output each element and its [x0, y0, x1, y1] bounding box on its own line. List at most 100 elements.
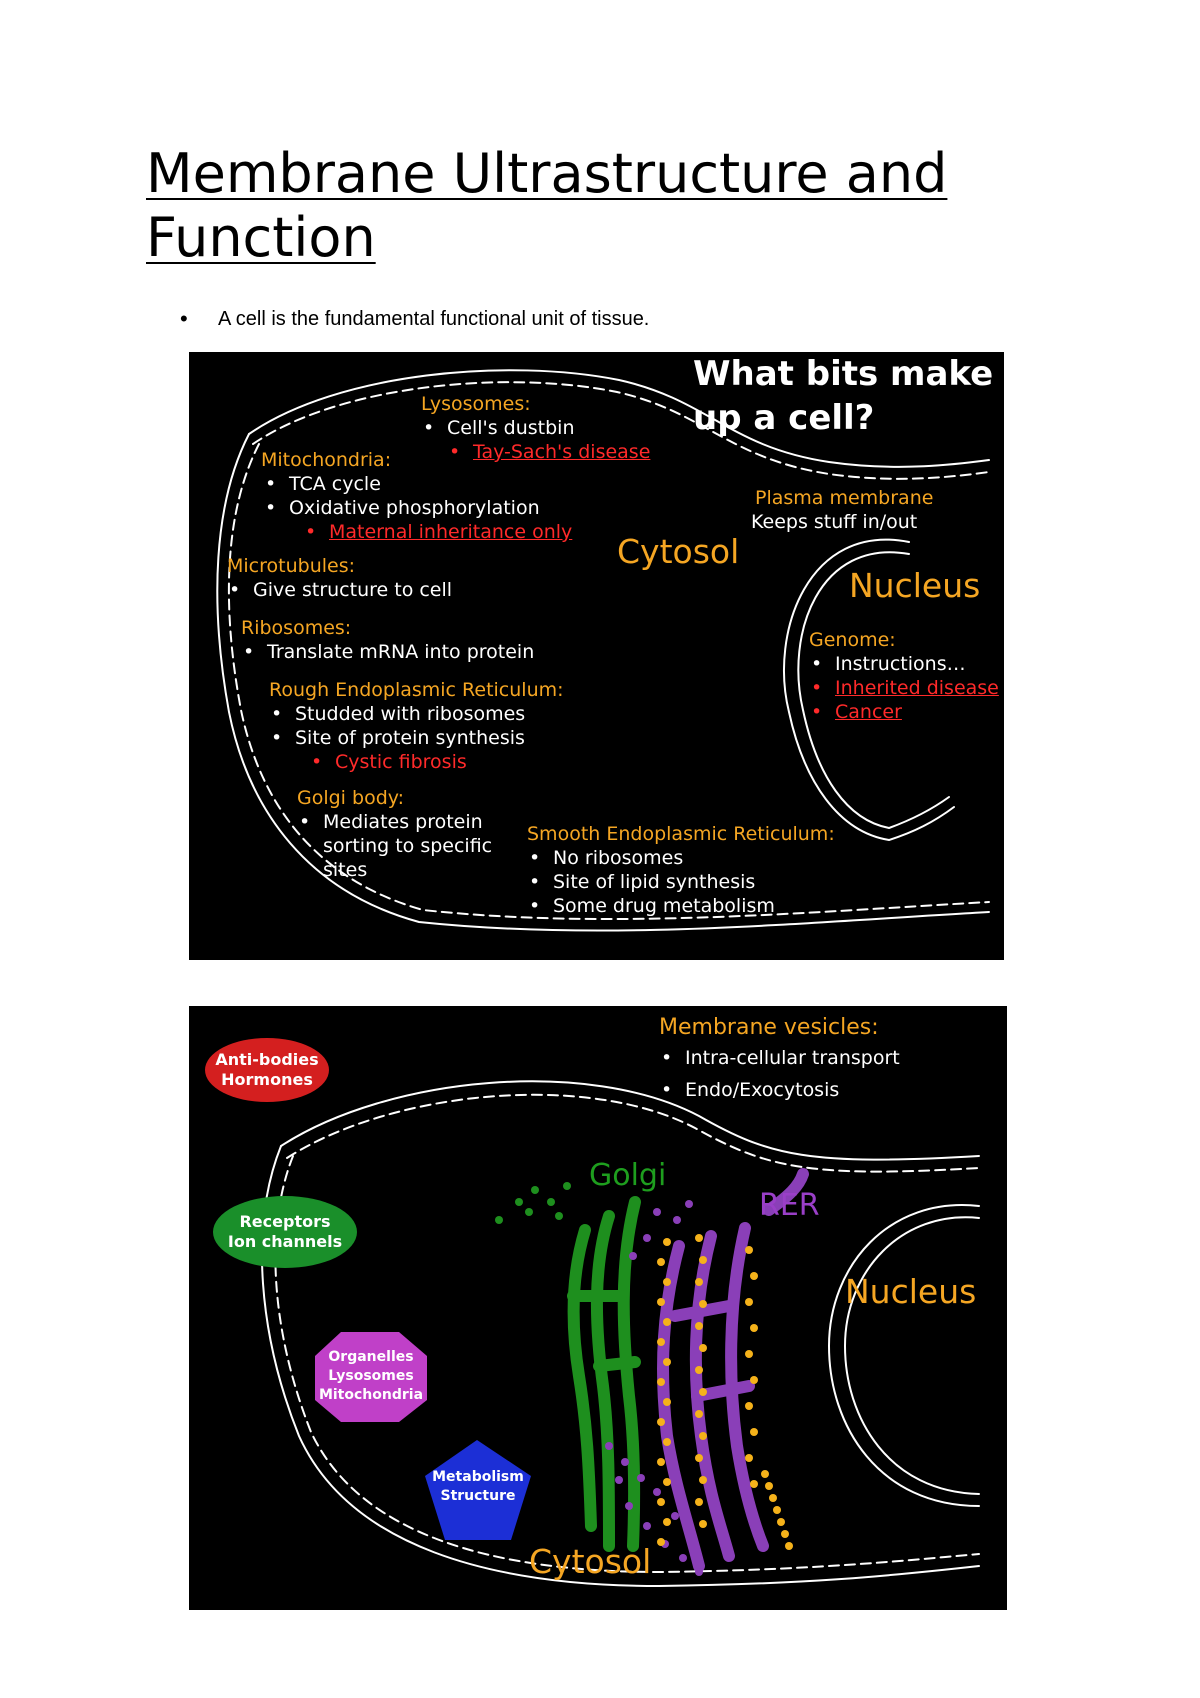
ribosome-dot: [745, 1246, 753, 1254]
ribosome-dot: [745, 1298, 753, 1306]
ribosome-dot: [773, 1506, 781, 1514]
golgi-label: Golgi body:: [297, 787, 405, 809]
ribosome-dot: [765, 1482, 773, 1490]
ribosome-dot: [695, 1366, 703, 1374]
rer-stack: [657, 1168, 809, 1572]
ribosome-dot: [699, 1432, 707, 1440]
rer-cisterna: [725, 1222, 769, 1552]
rer-cisterna: [657, 1240, 705, 1572]
plasma-membrane-left-outer: [216, 433, 990, 932]
organelles-label: Organelles Lysosomes Mitochondria: [318, 1349, 424, 1403]
golgi-vesicle: [531, 1186, 539, 1194]
golgi-item: sorting to specific: [323, 835, 493, 857]
ribosome-dot: [657, 1258, 665, 1266]
ribosomes-label: Ribosomes:: [241, 617, 352, 639]
ribosome-dot: [750, 1324, 758, 1332]
organelles-octagon: [315, 1332, 427, 1422]
rer-cisterna: [669, 1300, 735, 1322]
antibodies-hormones-ellipse: [205, 1038, 329, 1102]
golgi-vesicle: [495, 1216, 503, 1224]
lysosomes-disease: Tay-Sach's disease: [449, 440, 650, 464]
ribosome-dot: [695, 1278, 703, 1286]
smooth-er-item: Site of lipid synthesis: [529, 870, 755, 894]
golgi-vesicle: [515, 1198, 523, 1206]
metabolism-pentagon: [425, 1440, 531, 1540]
ribosome-dot: [657, 1418, 665, 1426]
ribosome-dot: [750, 1272, 758, 1280]
ribosome-dot: [769, 1494, 777, 1502]
vesicles-item: Endo/Exocytosis: [661, 1078, 839, 1102]
golgi-cisterna: [617, 1196, 641, 1552]
rer-label: RER: [759, 1188, 820, 1223]
plasma-membrane-inner: [286, 1093, 980, 1173]
ribosome-dot: [657, 1338, 665, 1346]
rer-vesicle: [637, 1474, 645, 1482]
golgi-cisterna: [567, 1224, 597, 1532]
rer-vesicle: [605, 1442, 613, 1450]
rer-vesicle: [671, 1512, 679, 1520]
smooth-er-label: Smooth Endoplasmic Reticulum:: [527, 823, 835, 845]
ribosome-dot: [663, 1238, 671, 1246]
ribosome-dot: [657, 1298, 665, 1306]
ribosome-dot: [663, 1478, 671, 1486]
receptors-ion-channels-ellipse: [213, 1196, 357, 1268]
plasma-membrane-left-outer: [261, 1145, 980, 1588]
receptors-label: Receptors Ion channels: [227, 1212, 343, 1251]
rer-vesicle: [679, 1554, 687, 1562]
vesicles-item: Intra-cellular transport: [661, 1046, 900, 1070]
rer-vesicle: [621, 1458, 629, 1466]
cytosol-label: Cytosol: [529, 1542, 652, 1581]
mitochondria-item: TCA cycle: [265, 472, 381, 496]
golgi-vesicle: [555, 1212, 563, 1220]
ribosome-dot: [750, 1376, 758, 1384]
rer-vesicle: [629, 1252, 637, 1260]
membrane-functions-slide: Membrane vesicles: Intra-cellular transp…: [189, 1006, 1007, 1610]
bullet-list: A cell is the fundamental functional uni…: [180, 306, 649, 332]
ribosome-dot: [663, 1398, 671, 1406]
list-item: A cell is the fundamental functional uni…: [180, 306, 649, 332]
golgi-vesicles: [495, 1182, 571, 1224]
rer-vesicle: [615, 1476, 623, 1484]
ribosome-dot: [695, 1322, 703, 1330]
plasma-membrane-outer: [248, 369, 990, 468]
rough-er-disease: Cystic fibrosis: [311, 750, 467, 774]
ribosome-dot: [663, 1438, 671, 1446]
genome-disease: Inherited disease: [811, 676, 999, 700]
ribosome-dot: [657, 1378, 665, 1386]
plasma-membrane-left-inner: [274, 1155, 980, 1574]
ribosome-dot: [699, 1256, 707, 1264]
lysosomes-item: Cell's dustbin: [423, 416, 574, 440]
smooth-er-item: No ribosomes: [529, 846, 683, 870]
ribosome-dot: [663, 1318, 671, 1326]
vesicles-label: Membrane vesicles:: [659, 1015, 879, 1040]
rer-cisterna: [763, 1168, 809, 1216]
ribosome-dot: [745, 1350, 753, 1358]
metabolism-label: Metabolism Structure: [432, 1469, 524, 1504]
rer-vesicle: [695, 1568, 703, 1576]
plasma-membrane-outer: [280, 1080, 980, 1161]
genome-item: Instructions…: [811, 652, 966, 676]
rough-er-item: Studded with ribosomes: [271, 702, 525, 726]
rer-cisterna: [689, 1230, 735, 1562]
golgi-item: sites: [323, 859, 368, 881]
nucleus-label: Nucleus: [845, 1272, 977, 1311]
ribosomes: [657, 1234, 793, 1550]
golgi-vesicle: [563, 1182, 571, 1190]
ribosomes-item: Translate mRNA into protein: [243, 640, 534, 664]
nuclear-envelope-inner: [797, 551, 950, 830]
cytosol-label: Cytosol: [617, 532, 740, 571]
ribosome-dot: [761, 1470, 769, 1478]
ribosome-dot: [750, 1428, 758, 1436]
rer-vesicles: [605, 1200, 703, 1576]
ribosome-dot: [745, 1454, 753, 1462]
ribosome-dot: [699, 1300, 707, 1308]
rer-vesicle: [653, 1488, 661, 1496]
ribosome-dot: [657, 1538, 665, 1546]
cell-parts-slide: What bits make up a cell? Lysosomes: Cel…: [189, 352, 1004, 960]
ribosome-dot: [663, 1518, 671, 1526]
antibodies-label: Anti-bodies Hormones: [215, 1050, 319, 1089]
mitochondria-item: Oxidative phosphorylation: [265, 496, 540, 520]
nuclear-envelope-outer: [783, 538, 955, 842]
ribosome-dot: [695, 1454, 703, 1462]
ribosome-dot: [750, 1480, 758, 1488]
